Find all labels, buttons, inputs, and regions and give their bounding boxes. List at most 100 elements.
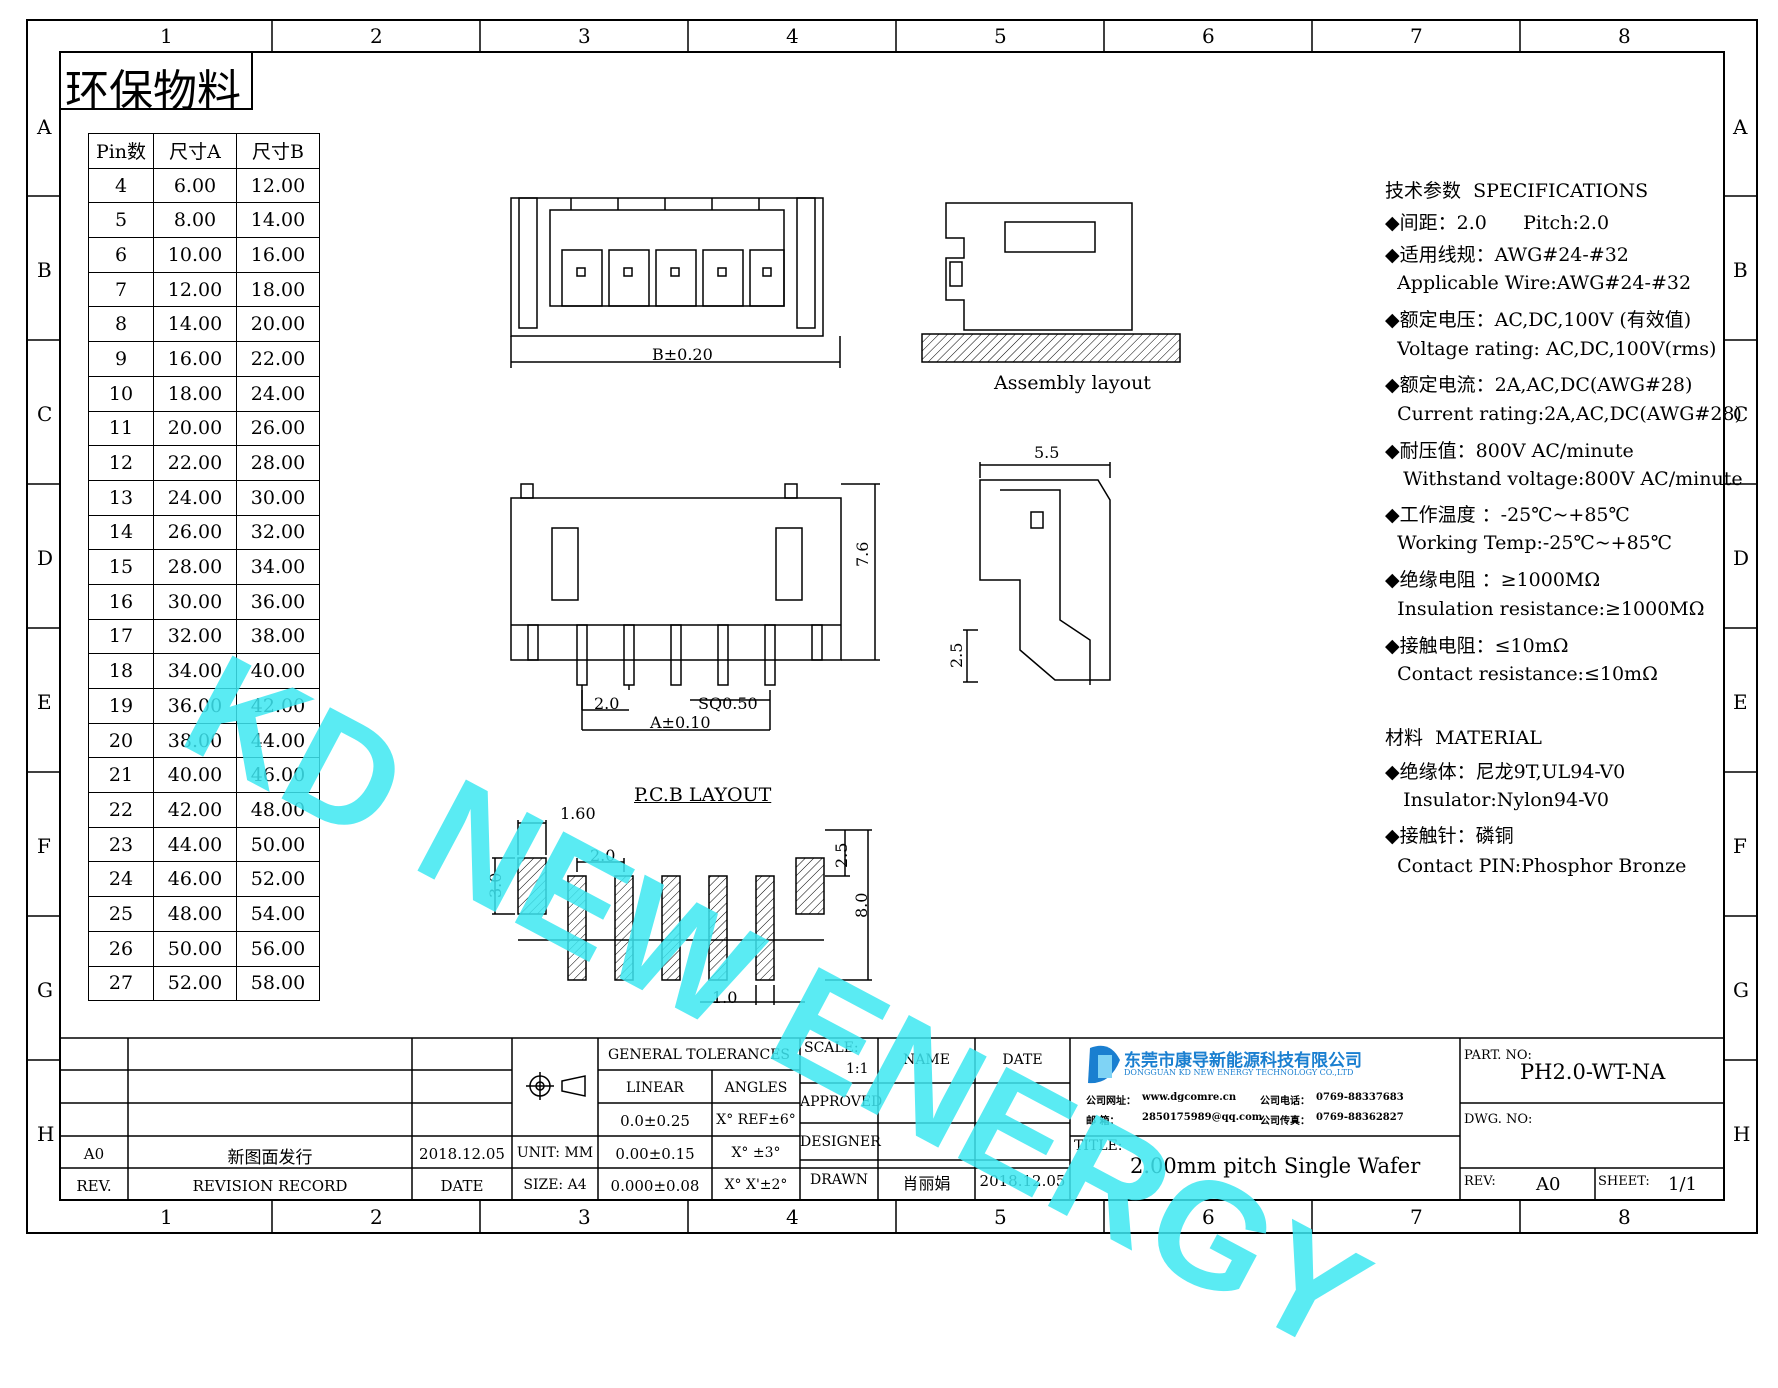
pin-count-cell: 23 (88, 826, 154, 863)
dim-a-cell: 30.00 (153, 583, 237, 620)
pcb-layout-title: P.C.B LAYOUT (634, 784, 772, 806)
size-label: SIZE: A4 (523, 1177, 587, 1193)
pin-count-cell: 18 (88, 653, 154, 689)
pin-count-cell: 8 (88, 306, 154, 343)
part-number: PH2.0-WT-NA (1520, 1060, 1666, 1084)
spec-line: ◆耐压值：800V AC/minute (1385, 440, 1634, 462)
spec-line: Contact resistance:≤10mΩ (1385, 663, 1658, 685)
dim-a-cell: 38.00 (153, 722, 237, 759)
scale-label: SCALE: (804, 1040, 859, 1056)
spec-line: 技术参数 SPECIFICATIONS (1385, 180, 1649, 202)
dim-a-label: A±0.10 (650, 713, 711, 732)
company-web: www.dgcomre.cn (1142, 1092, 1237, 1103)
spec-line: Working Temp:-25℃~+85℃ (1385, 532, 1673, 554)
spec-line: ◆额定电流：2A,AC,DC(AWG#28) (1385, 374, 1693, 396)
pin-count-cell: 13 (88, 479, 154, 516)
dim-a-cell: 6.00 (153, 167, 237, 204)
company-fax-label: 公司传真： (1260, 1116, 1310, 1127)
connector-drawings (492, 197, 1181, 1005)
angle-tolerance-1: X° REF±6° (716, 1112, 796, 1128)
dim-a-cell: 44.00 (153, 826, 237, 863)
dim-a-cell: 16.00 (153, 341, 237, 377)
pin-count-cell: 26 (88, 930, 154, 967)
pcb-1-0-label: 1.0 (712, 988, 738, 1007)
spec-line: ◆接触电阻：≤10mΩ (1385, 635, 1569, 657)
dim-a-cell: 28.00 (153, 549, 237, 585)
spec-line: ◆额定电压：AC,DC,100V (有效值) (1385, 309, 1692, 331)
col-label-5: 5 (994, 24, 1007, 48)
pin-count-cell: 20 (88, 722, 154, 759)
col-label-5-bottom: 5 (994, 1205, 1007, 1229)
company-name-en: DONGGUAN KD NEW ENERGY TECHNOLOGY CO.,LT… (1124, 1068, 1354, 1077)
pin-count-cell: 25 (88, 896, 154, 932)
company-tel-label: 公司电话： (1260, 1096, 1310, 1107)
rev-value: A0 (1536, 1174, 1561, 1195)
row-label-g: G (37, 978, 53, 1002)
pin-count-cell: 19 (88, 688, 154, 724)
col-label-4-bottom: 4 (786, 1205, 799, 1229)
part-no-label: PART. NO: (1464, 1048, 1532, 1063)
pin-count-cell: 10 (88, 375, 154, 412)
row-label-a: A (37, 115, 52, 139)
dim-b-cell: 18.00 (236, 271, 320, 308)
row-label-d-right: D (1733, 546, 1750, 570)
dim-b-cell: 30.00 (236, 479, 320, 516)
row-label-g-right: G (1733, 978, 1749, 1002)
col-label-2: 2 (370, 24, 383, 48)
general-tolerances-label: GENERAL TOLERANCES (607, 1047, 791, 1063)
eco-material-stamp: 环保物料 (61, 53, 253, 117)
revision-date: 2018.12.05 (419, 1145, 505, 1163)
dim-b-cell: 58.00 (236, 965, 320, 1002)
dim-b-cell: 38.00 (236, 618, 320, 655)
dim-sq-label: SQ0.50 (698, 694, 758, 713)
dim-b-cell: 36.00 (236, 583, 320, 620)
approved-label: APPROVED (800, 1094, 883, 1110)
title-block-grid (59, 1037, 1725, 1201)
row-label-h-right: H (1733, 1122, 1751, 1146)
pcb-1-60-label: 1.60 (560, 804, 596, 823)
col-label-6: 6 (1202, 24, 1215, 48)
sheet-label: SHEET: (1598, 1174, 1650, 1189)
dim-b-cell: 12.00 (236, 167, 320, 204)
spec-line: Voltage rating: AC,DC,100V(rms) (1385, 338, 1717, 360)
spec-line: Applicable Wire:AWG#24-#32 (1385, 272, 1692, 294)
row-label-f-right: F (1733, 834, 1747, 858)
dim-a-cell: 14.00 (153, 306, 237, 343)
dim-a-cell: 40.00 (153, 757, 237, 794)
pcb-2-0-label: 2.0 (590, 846, 616, 865)
spec-line: ◆接触针：磷铜 (1385, 825, 1514, 847)
cross-section-view (963, 462, 1111, 685)
dim-b-label: B±0.20 (652, 345, 713, 364)
spec-line: Withstand voltage:800V AC/minute (1385, 468, 1743, 490)
col-label-1: 1 (160, 24, 173, 48)
dim-a-cell: 50.00 (153, 930, 237, 967)
col-label-8-bottom: 8 (1618, 1205, 1631, 1229)
drawn-date: 2018.12.05 (979, 1172, 1066, 1190)
dwg-no-label: DWG. NO: (1464, 1112, 1533, 1127)
angle-tolerance-2: X° ±3° (731, 1145, 781, 1161)
dim-b-cell: 28.00 (236, 445, 320, 481)
pin-count-cell: 17 (88, 618, 154, 655)
col-label-7: 7 (1410, 24, 1423, 48)
company-mail: 2850175989@qq.com (1142, 1112, 1263, 1123)
row-label-e-right: E (1733, 690, 1748, 714)
spec-line: 材料 MATERIAL (1385, 727, 1542, 749)
company-web-label: 公司网址： (1086, 1096, 1136, 1107)
spec-line: ◆适用线规：AWG#24-#32 (1385, 244, 1629, 266)
linear-label: LINEAR (626, 1080, 684, 1096)
revision-record-label: REVISION RECORD (192, 1177, 348, 1195)
title-label: TITLE: (1074, 1138, 1123, 1154)
dim-b-cell: 44.00 (236, 722, 320, 759)
sheet-value: 1/1 (1668, 1174, 1697, 1195)
dim-2-0-label: 2.0 (594, 694, 620, 713)
